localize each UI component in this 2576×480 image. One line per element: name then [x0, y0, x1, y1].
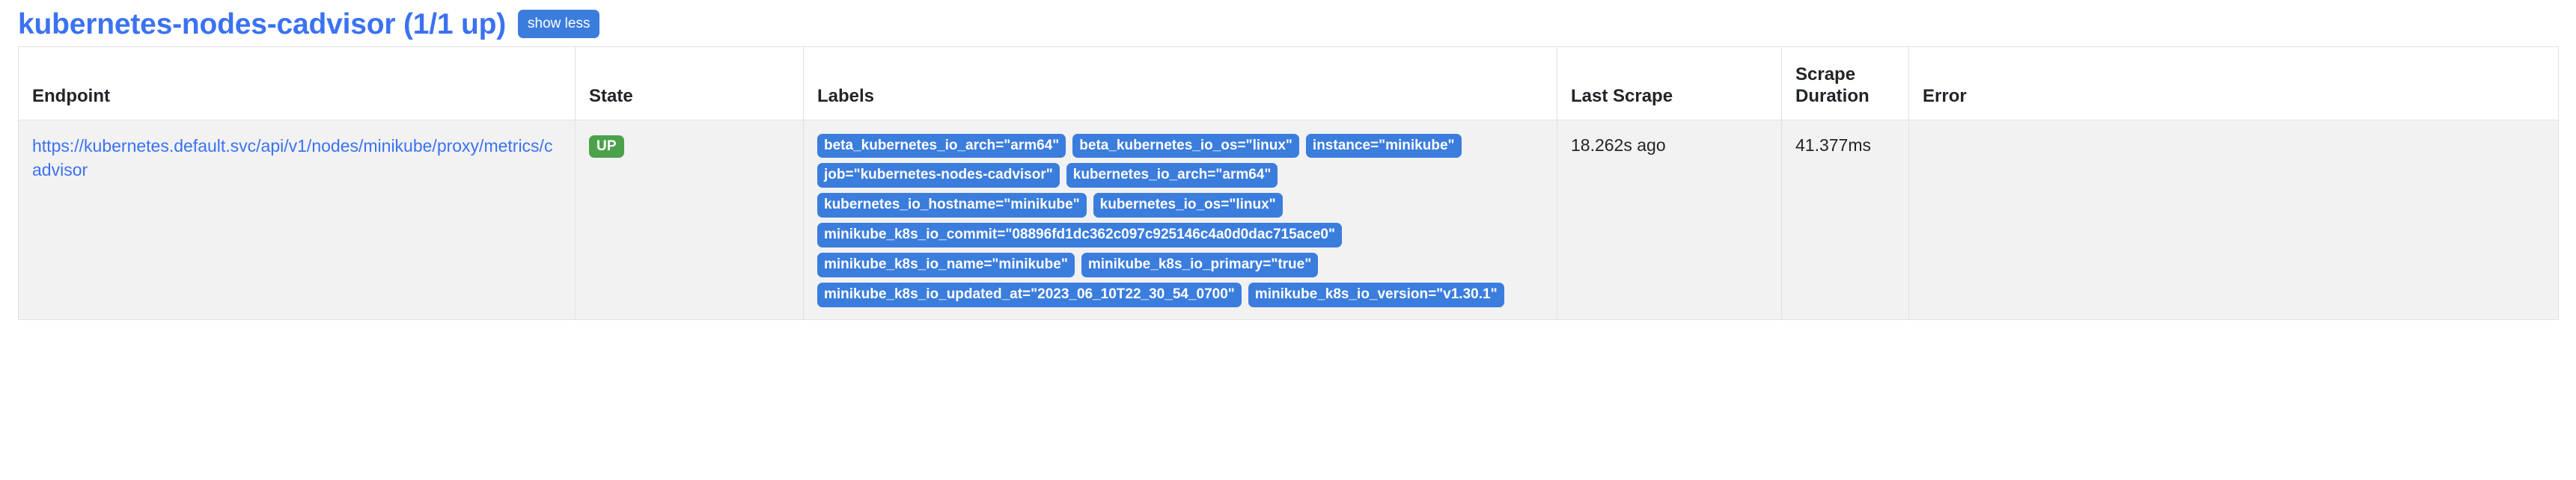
column-header-scrape-duration-line2: Duration — [1795, 86, 1870, 107]
scrape-duration-value: 41.377ms — [1795, 135, 1872, 155]
label-badge[interactable]: kubernetes_io_hostname="minikube" — [817, 193, 1087, 218]
label-badge[interactable]: beta_kubernetes_io_os="linux" — [1072, 133, 1299, 159]
column-header-labels: Labels — [803, 46, 1557, 120]
cell-labels: beta_kubernetes_io_arch="arm64" beta_kub… — [803, 119, 1557, 321]
label-badge[interactable]: minikube_k8s_io_commit="08896fd1dc362c09… — [817, 223, 1342, 248]
targets-table: Endpoint State Labels Last Scrape Scrape… — [18, 46, 2559, 321]
column-header-error: Error — [1908, 46, 2559, 120]
label-badge[interactable]: minikube_k8s_io_primary="true" — [1081, 253, 1319, 278]
column-header-state: State — [575, 46, 804, 120]
label-badge[interactable]: kubernetes_io_arch="arm64" — [1066, 163, 1278, 188]
label-badge[interactable]: instance="minikube" — [1305, 133, 1462, 159]
cell-endpoint: https://kubernetes.default.svc/api/v1/no… — [18, 119, 576, 321]
status-badge: UP — [589, 135, 624, 158]
label-badge[interactable]: minikube_k8s_io_version="v1.30.1" — [1248, 283, 1504, 308]
cell-last-scrape: 18.262s ago — [1557, 119, 1782, 321]
show-less-button[interactable]: show less — [518, 10, 600, 38]
table-header-row: Endpoint State Labels Last Scrape Scrape… — [18, 46, 2559, 120]
label-badge[interactable]: beta_kubernetes_io_arch="arm64" — [817, 133, 1066, 159]
column-header-last-scrape: Last Scrape — [1557, 46, 1782, 120]
cell-state: UP — [575, 119, 804, 321]
column-header-endpoint: Endpoint — [18, 46, 576, 120]
cell-scrape-duration: 41.377ms — [1781, 119, 1909, 321]
column-header-scrape-duration: Scrape Duration — [1781, 46, 1909, 120]
labels-list: beta_kubernetes_io_arch="arm64" beta_kub… — [817, 133, 1543, 308]
target-pool-header: kubernetes-nodes-cadvisor (1/1 up) show … — [18, 0, 2558, 46]
label-badge[interactable]: kubernetes_io_os="linux" — [1093, 193, 1283, 218]
label-badge[interactable]: minikube_k8s_io_updated_at="2023_06_10T2… — [817, 283, 1242, 308]
endpoint-link[interactable]: https://kubernetes.default.svc/api/v1/no… — [32, 135, 553, 180]
label-badge[interactable]: job="kubernetes-nodes-cadvisor" — [817, 163, 1060, 188]
table-body: https://kubernetes.default.svc/api/v1/no… — [18, 119, 2559, 321]
cell-error — [1908, 119, 2559, 321]
table-row: https://kubernetes.default.svc/api/v1/no… — [18, 119, 2559, 321]
page-title: kubernetes-nodes-cadvisor (1/1 up) — [18, 7, 507, 40]
last-scrape-value: 18.262s ago — [1571, 135, 1666, 155]
column-header-scrape-duration-line1: Scrape — [1795, 64, 1856, 84]
table-header: Endpoint State Labels Last Scrape Scrape… — [18, 46, 2559, 120]
label-badge[interactable]: minikube_k8s_io_name="minikube" — [817, 253, 1075, 278]
